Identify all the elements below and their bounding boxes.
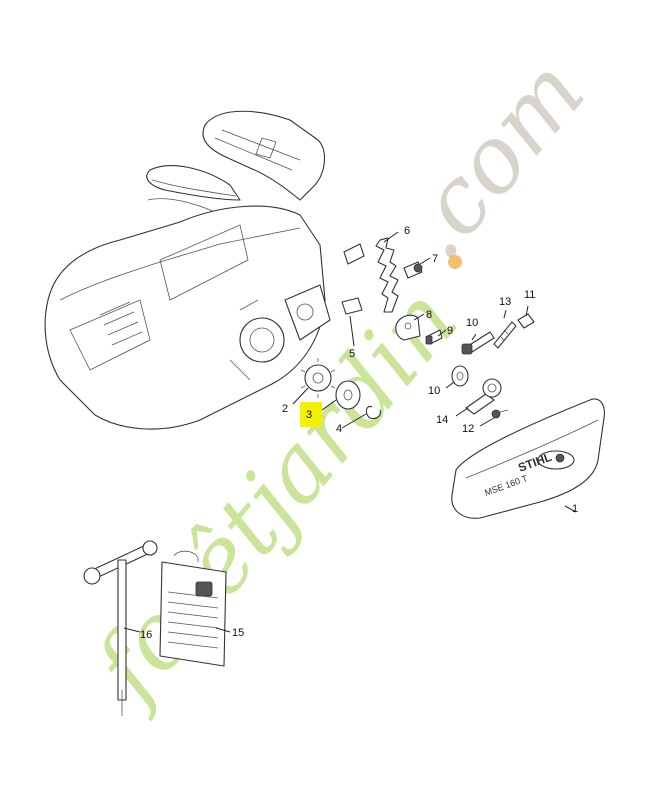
callout-labels: 1 2 3 4 5 6 7 8 9 10 11 12 13 10 14 15 1… — [140, 225, 578, 641]
part-5-block — [341, 297, 363, 315]
part-2-sprocket — [300, 358, 336, 398]
part-15-booklet — [159, 550, 227, 667]
part-10-bolt-upper — [461, 331, 495, 355]
callout-2: 2 — [282, 403, 288, 415]
part-9-screw — [425, 329, 443, 345]
part-8-bracket — [395, 314, 421, 341]
callout-15: 15 — [232, 627, 244, 639]
part-3-washer — [335, 380, 361, 410]
callout-12: 12 — [462, 423, 474, 435]
part-7-screw — [403, 261, 423, 279]
callout-1: 1 — [572, 503, 578, 515]
saw-housing — [44, 110, 331, 430]
part-13-adjuster — [493, 321, 517, 349]
part-12-screw — [491, 409, 509, 419]
leader-lines — [123, 231, 577, 633]
callout-13: 13 — [499, 296, 511, 308]
callout-16: 16 — [140, 629, 152, 641]
callout-10-upper: 10 — [466, 317, 478, 329]
part-14-tension-slide — [465, 378, 502, 415]
callout-7: 7 — [432, 253, 438, 265]
callout-9: 9 — [447, 325, 453, 337]
part-4-eclip — [365, 405, 381, 420]
callout-11: 11 — [524, 289, 535, 301]
callout-3: 3 — [306, 409, 312, 421]
callout-10-lower: 10 — [428, 385, 440, 397]
callout-14: 14 — [436, 414, 448, 426]
part-16-wrench — [83, 540, 158, 716]
part-11-nut — [517, 313, 535, 329]
callout-8: 8 — [426, 309, 432, 321]
watermark-text-domain: .com — [380, 39, 606, 279]
part-10-knob-lower — [451, 365, 469, 387]
callout-5: 5 — [349, 348, 355, 360]
watermark-dot — [448, 255, 462, 269]
callout-3-highlight — [300, 402, 322, 427]
callout-4: 4 — [336, 423, 342, 435]
part-1-sprocket-cover: STIHL MSE 160 T — [451, 398, 605, 519]
callout-6: 6 — [404, 225, 410, 237]
part-6-tensioner — [343, 237, 399, 313]
